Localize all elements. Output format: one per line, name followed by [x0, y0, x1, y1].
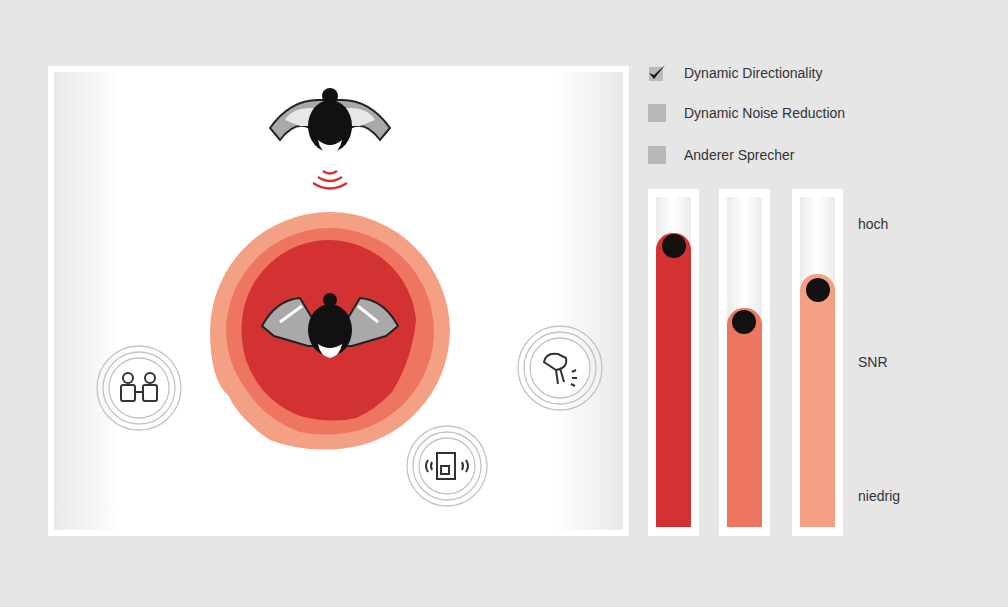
checkbox-swatch [648, 104, 666, 122]
scale-label: niedrig [858, 487, 900, 505]
legend-text: Anderer Sprecher [684, 147, 795, 163]
legend-text: Dynamic Noise Reduction [684, 105, 845, 121]
snr-bars [648, 189, 843, 536]
legend-row: Dynamic Noise Reduction [648, 104, 845, 122]
legend-text: Dynamic Directionality [684, 65, 822, 81]
checkbox-swatch [648, 146, 666, 164]
speaker-person [270, 88, 390, 154]
mixer-icon [518, 326, 602, 410]
scale-label: hoch [858, 215, 888, 233]
legend-row: Dynamic Directionality [648, 64, 822, 82]
legend-row: Anderer Sprecher [648, 146, 795, 164]
listener-person [262, 293, 398, 358]
coffee-machine-icon [407, 426, 487, 506]
checkmark [648, 64, 666, 82]
people-noise-icon [97, 346, 181, 430]
checkmark-icon [648, 64, 666, 82]
sound-waves [313, 171, 347, 189]
directional-beam [210, 212, 450, 450]
scale-label: SNR [858, 353, 888, 371]
